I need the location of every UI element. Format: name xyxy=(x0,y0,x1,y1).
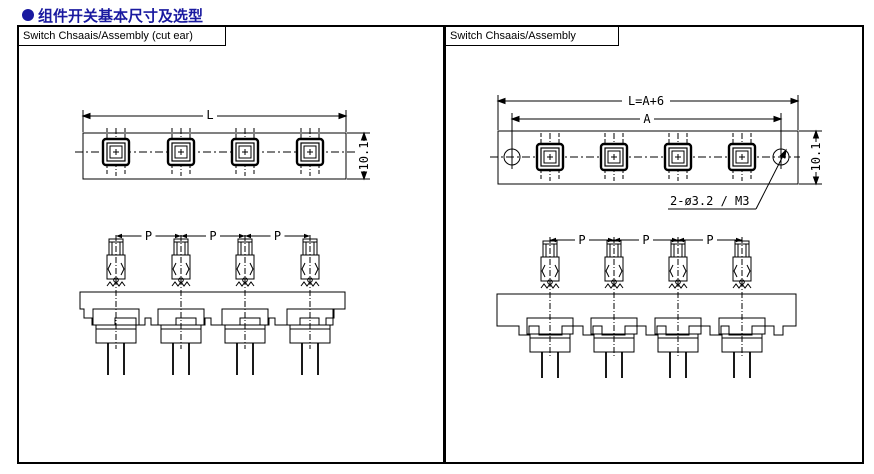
right-front-view xyxy=(496,237,797,378)
switch-top-left-2 xyxy=(166,128,196,176)
pitch-label-left-2: P xyxy=(209,229,216,243)
pitch-label-right-1: P xyxy=(578,233,585,247)
bullet-icon xyxy=(22,9,34,21)
panel-standard: Switch Chsaais/Assembly xyxy=(444,25,864,464)
pitch-label-left-3: P xyxy=(274,229,281,243)
panel-label-standard: Switch Chsaais/Assembly xyxy=(446,27,619,46)
switch-front-left-1 xyxy=(92,235,140,375)
left-top-plate xyxy=(82,132,347,180)
switch-top-right-4 xyxy=(727,133,757,181)
switch-top-left-4 xyxy=(295,128,325,176)
panel-label-cut-ear: Switch Chsaais/Assembly (cut ear) xyxy=(19,27,226,46)
switch-top-right-2 xyxy=(599,133,629,181)
pitch-label-right-3: P xyxy=(706,233,713,247)
hole-leader xyxy=(755,149,787,210)
switch-top-left-3 xyxy=(230,128,260,176)
switch-front-right-4 xyxy=(718,237,766,378)
page-heading: 组件开关基本尺寸及选型 xyxy=(22,6,204,25)
left-dim-L-text: L xyxy=(206,108,213,122)
switch-top-right-3 xyxy=(663,133,693,181)
switch-front-right-1 xyxy=(526,237,574,378)
right-hole-text: 2-ø3.2 / M3 xyxy=(670,194,749,208)
switch-front-right-3 xyxy=(654,237,702,378)
switch-front-right-2 xyxy=(590,237,638,378)
right-chassis xyxy=(496,293,797,336)
heading-text: 组件开关基本尺寸及选型 xyxy=(38,6,204,25)
pitch-label-right-2: P xyxy=(642,233,649,247)
switch-top-right-1 xyxy=(535,133,565,181)
switch-front-left-3 xyxy=(221,235,269,375)
switch-top-left-1 xyxy=(101,128,131,176)
right-dim-overall-text: L=A+6 xyxy=(628,94,664,108)
right-top-view xyxy=(490,95,822,210)
left-front-view xyxy=(79,235,346,375)
left-dim-height-text: 10.1 xyxy=(357,142,371,171)
left-top-view xyxy=(75,110,370,181)
right-dim-height-text: 10.1 xyxy=(809,143,823,172)
switch-front-left-4 xyxy=(286,235,334,375)
right-dim-A-text: A xyxy=(643,112,651,126)
pitch-label-left-1: P xyxy=(145,229,152,243)
switch-front-left-2 xyxy=(157,235,205,375)
